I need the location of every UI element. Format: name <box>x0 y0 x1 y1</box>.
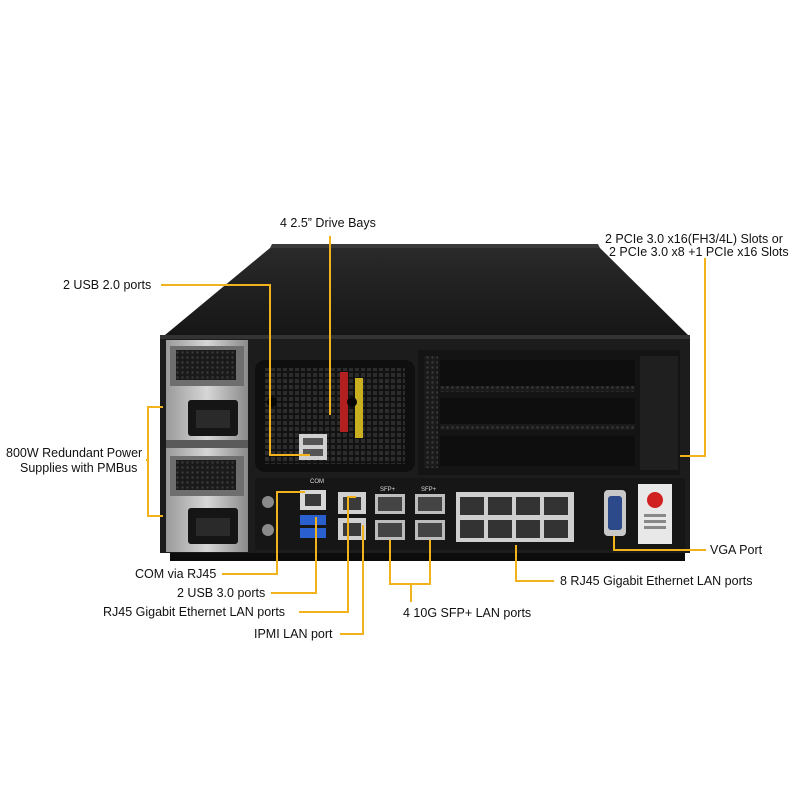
chassis-top-panel <box>165 248 688 335</box>
power-supply-1 <box>166 340 248 452</box>
power-supply-2 <box>166 452 248 552</box>
callout-lines <box>146 236 706 635</box>
label-sfp-ports: 4 10G SFP+ LAN ports <box>403 606 532 620</box>
panel-mark-sfp-b: SFP+ <box>421 487 437 493</box>
panel-mark-com: COM <box>310 479 324 485</box>
label-com-rj45: COM via RJ45 <box>135 567 217 581</box>
label-psu-line2: Supplies with PMBus <box>20 461 138 475</box>
label-rj45-gbe: RJ45 Gigabit Ethernet LAN ports <box>103 605 286 619</box>
label-ipmi-lan: IPMI LAN port <box>254 627 333 641</box>
label-8-lan-ports: 8 RJ45 Gigabit Ethernet LAN ports <box>560 574 753 588</box>
panel-mark-sfp-a: SFP+ <box>380 487 396 493</box>
label-psu-line1: 800W Redundant Power <box>6 446 143 460</box>
label-pcie-line1: 2 PCIe 3.0 x16(FH3/4L) Slots or <box>605 232 783 246</box>
label-usb3-ports: 2 USB 3.0 ports <box>177 586 266 600</box>
usb3-port-1 <box>300 515 326 525</box>
usb2-port-stack <box>299 434 327 460</box>
rj45-8port-block <box>456 492 574 542</box>
power-button <box>647 492 663 508</box>
usb3-port-2 <box>300 528 326 538</box>
label-drive-bays: 4 2.5” Drive Bays <box>280 216 376 230</box>
label-pcie-line2: 2 PCIe 3.0 x8 +1 PCIe x16 Slots <box>609 245 789 259</box>
label-vga-port: VGA Port <box>710 543 763 557</box>
sfp-cages <box>375 494 445 540</box>
label-usb2-ports: 2 USB 2.0 ports <box>63 278 152 292</box>
